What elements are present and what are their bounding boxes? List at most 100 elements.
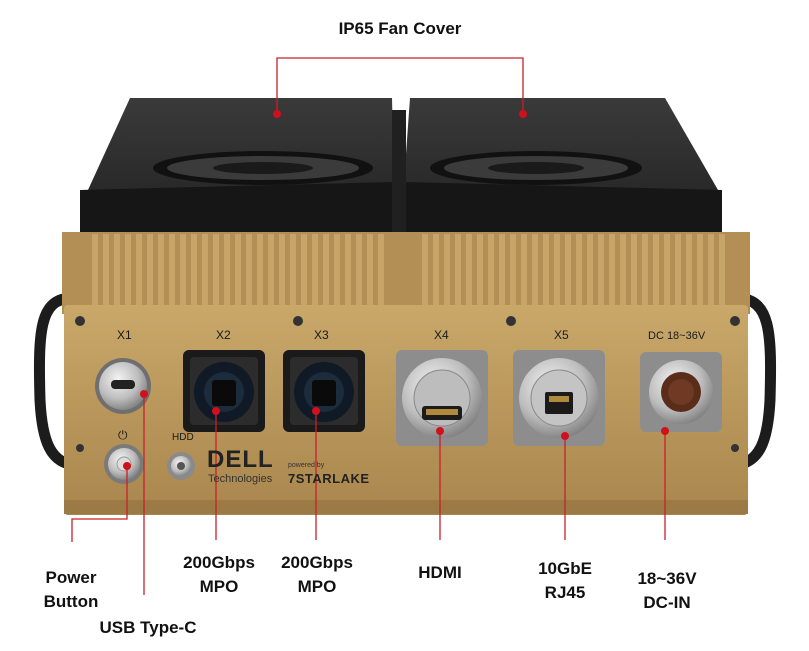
heatsink-fin: [642, 234, 648, 308]
heatsink-fin: [719, 234, 725, 308]
heatsink-fin: [653, 234, 659, 308]
heatsink-fin: [521, 234, 527, 308]
heatsink-fin: [92, 234, 98, 308]
heatsink-fin: [246, 234, 252, 308]
starlake-logo: 7STARLAKE: [288, 471, 370, 486]
rj45-port: [513, 350, 605, 446]
port-label-x4: X4: [434, 328, 449, 342]
mpo-port-2: [283, 350, 365, 432]
heatsink-fin: [257, 234, 263, 308]
port-label-x2: X2: [216, 328, 231, 342]
heatsink-fin: [378, 234, 384, 308]
callout-power-button: Power Button: [22, 566, 120, 614]
port-label-x1: X1: [117, 328, 132, 342]
heatsink-fin: [213, 234, 219, 308]
heatsink-fin: [433, 234, 439, 308]
heatsink-fin: [455, 234, 461, 308]
heatsink-fin: [301, 234, 307, 308]
heatsink-fin: [444, 234, 450, 308]
heatsink-fin: [114, 234, 120, 308]
heatsink-fin: [631, 234, 637, 308]
callout-rj45: 10GbE RJ45: [522, 557, 608, 605]
fan-cover-title: IP65 Fan Cover: [338, 19, 462, 38]
heatsink-fin: [103, 234, 109, 308]
heatsink-fin: [598, 234, 604, 308]
callout-mpo-2-line2: MPO: [297, 577, 337, 596]
heatsink-fin: [158, 234, 164, 308]
callout-rj45-line2: RJ45: [544, 583, 586, 602]
callout-mpo-1-line2: MPO: [199, 577, 239, 596]
usb-type-c-port: [95, 358, 151, 414]
heatsink-fin: [345, 234, 351, 308]
heatsink-fin: [169, 234, 175, 308]
heatsink-fin: [202, 234, 208, 308]
heatsink-fin: [334, 234, 340, 308]
heatsink-fin: [708, 234, 714, 308]
heatsink-fin: [224, 234, 230, 308]
heatsink-fin: [697, 234, 703, 308]
heatsink-fin: [125, 234, 131, 308]
right-handle: [726, 292, 777, 471]
callout-mpo-1-line1: 200Gbps: [183, 553, 255, 572]
heatsink-fin: [675, 234, 681, 308]
dc-in-port: [640, 352, 722, 432]
heatsink-fin: [609, 234, 615, 308]
heatsink-fin: [279, 234, 285, 308]
callout-mpo-2: 200Gbps MPO: [273, 551, 361, 599]
heatsink-fin: [532, 234, 538, 308]
fan-cover-left: [80, 98, 394, 250]
callout-dc-in-line1: 18~36V: [637, 569, 697, 588]
heatsink-fin: [356, 234, 362, 308]
heatsink-fin: [367, 234, 373, 308]
heatsink-fin: [191, 234, 197, 308]
heatsink-fin: [554, 234, 560, 308]
heatsink-fin: [488, 234, 494, 308]
callout-power-button-line2: Button: [43, 592, 99, 611]
callout-mpo-2-line1: 200Gbps: [281, 553, 353, 572]
heatsink-fin: [587, 234, 593, 308]
heatsink-fin: [422, 234, 428, 308]
fan-cover-right: [404, 98, 722, 250]
hdmi-port: [396, 350, 488, 446]
port-label-dc: DC 18~36V: [648, 330, 706, 342]
heatsink-fin: [268, 234, 274, 308]
heatsink-fin: [180, 234, 186, 308]
callout-mpo-1: 200Gbps MPO: [175, 551, 263, 599]
heatsink-fin: [543, 234, 549, 308]
dell-logo: DELL: [207, 446, 274, 473]
heatsink-fin: [323, 234, 329, 308]
heatsink-fin: [466, 234, 472, 308]
heatsink-fin: [290, 234, 296, 308]
port-label-x5: X5: [554, 328, 569, 342]
heatsink-fin: [136, 234, 142, 308]
heatsink-fin: [477, 234, 483, 308]
callout-dc-in-line2: DC-IN: [643, 593, 691, 612]
callout-dc-in: 18~36V DC-IN: [624, 567, 710, 615]
heatsink-fin: [620, 234, 626, 308]
heatsink-fin: [147, 234, 153, 308]
heatsink-fin: [565, 234, 571, 308]
heatsink-fin: [576, 234, 582, 308]
heatsink-fin: [664, 234, 670, 308]
heatsink-fins: [92, 234, 725, 308]
port-label-x3: X3: [314, 328, 329, 342]
dell-technologies-text: Technologies: [208, 473, 273, 485]
powered-by-text: powered by: [288, 462, 325, 469]
callout-usb-type-c: USB Type-C: [99, 618, 197, 637]
left-handle: [33, 292, 84, 471]
callout-dots: [123, 110, 669, 470]
heatsink-fin: [686, 234, 692, 308]
hdd-led: [167, 452, 195, 480]
callout-rj45-line1: 10GbE: [538, 559, 592, 578]
mpo-port-1: [183, 350, 265, 432]
power-icon: ⏻: [118, 428, 128, 442]
heatsink-fin: [499, 234, 505, 308]
heatsink-fin: [312, 234, 318, 308]
callout-lines: [71, 57, 666, 595]
callout-power-button-line1: Power: [45, 568, 97, 587]
heatsink-fin: [510, 234, 516, 308]
callout-hdmi: HDMI: [418, 563, 462, 582]
heatsink-fin: [235, 234, 241, 308]
port-label-hdd: HDD: [172, 432, 194, 443]
